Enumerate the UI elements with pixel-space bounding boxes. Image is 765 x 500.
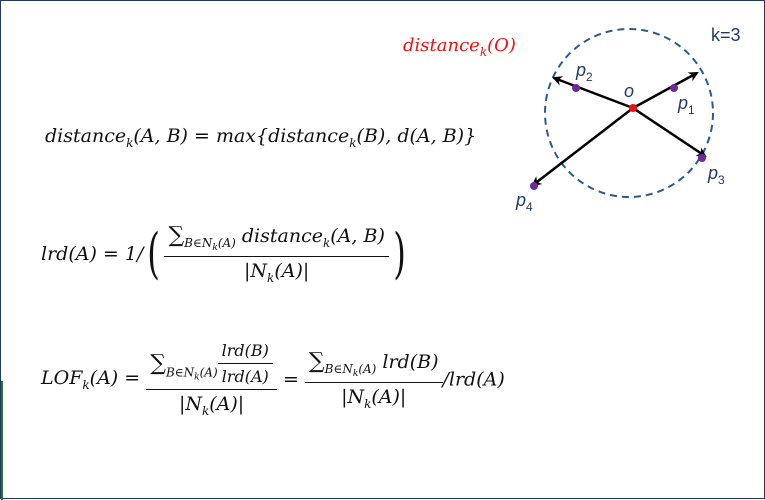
- arrow-to-p3: [632, 106, 707, 158]
- point-p1: [670, 84, 678, 92]
- k-distance-circle: [544, 28, 714, 198]
- formula-k-distance: distancek(A, B) = max{distancek(B), d(A,…: [45, 125, 477, 150]
- formula-lrd: lrd(A) = 1/( ∑B∈Nk(A) distancek(A, B) |N…: [41, 222, 406, 285]
- arrow-to-p2: [552, 76, 634, 110]
- p2-label: p2: [575, 60, 593, 84]
- p4-label: p4: [515, 190, 533, 214]
- point-p2: [572, 84, 580, 92]
- point-o-center: [629, 104, 637, 112]
- distance-k-o-label: distancek(O): [403, 35, 516, 59]
- formula-lof: LOFk(A) = ∑B∈Nk(A) lrd(B) lrd(A) |Nk(A)|…: [41, 341, 505, 418]
- arrow-to-p1: [632, 71, 699, 110]
- center-o-label: o: [624, 81, 634, 101]
- arrow-to-p4: [531, 107, 634, 187]
- left-edge-rule: [1, 381, 3, 500]
- point-p4: [530, 182, 538, 190]
- p3-label: p3: [707, 163, 725, 187]
- point-p3: [698, 154, 706, 162]
- k-value-label: k=3: [711, 25, 741, 45]
- p1-label: p1: [677, 93, 695, 117]
